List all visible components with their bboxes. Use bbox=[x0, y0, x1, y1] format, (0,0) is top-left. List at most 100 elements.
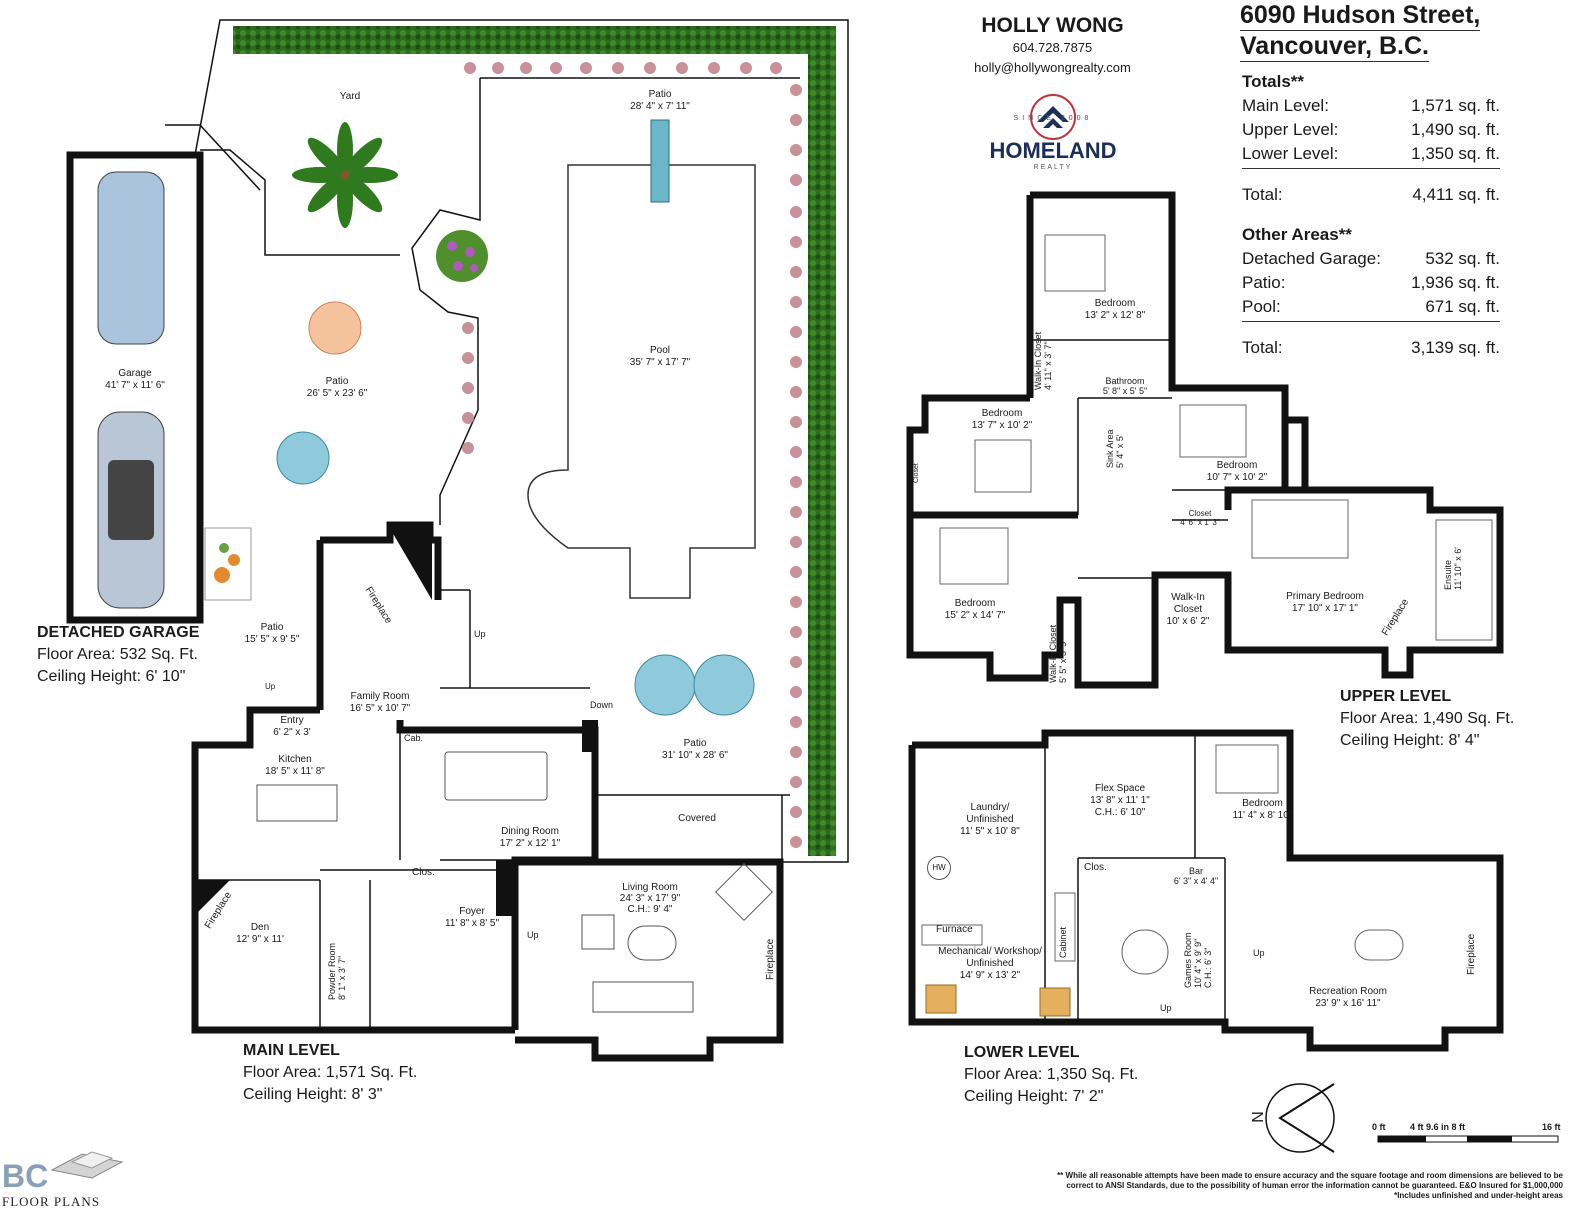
room-name: Mechanical/ Workshop/ Unfinished bbox=[938, 946, 1042, 969]
cab-label: Cab. bbox=[404, 733, 424, 743]
row-label: Lower Level: bbox=[1242, 144, 1339, 163]
stair-up-label: Up bbox=[265, 682, 276, 691]
lower-level-info: LOWER LEVEL Floor Area: 1,350 Sq. Ft. Ce… bbox=[964, 1042, 1138, 1108]
foyer-label: Foyer 11' 8" x 8' 5" bbox=[440, 906, 504, 930]
other-row: Pool:671 sq. ft. bbox=[1242, 297, 1500, 322]
stair-up-label: Up bbox=[527, 930, 539, 940]
room-name: Entry bbox=[280, 715, 304, 726]
pool-label: Pool 35' 7" x 17' 7" bbox=[600, 345, 720, 369]
flower-planter-icon bbox=[204, 527, 252, 601]
upper-level-info: UPPER LEVEL Floor Area: 1,490 Sq. Ft. Ce… bbox=[1340, 686, 1514, 752]
room-dim: 13' 8" x 11' 1" bbox=[1090, 795, 1150, 806]
den-label: Den 12' 9" x 11' bbox=[225, 922, 295, 946]
upper-closet-2-label: Closet bbox=[913, 463, 920, 483]
main-level-info: MAIN LEVEL Floor Area: 1,571 Sq. Ft. Cei… bbox=[243, 1040, 417, 1106]
main-level-walls bbox=[191, 521, 790, 1062]
totals-total-row: Total:4,411 sq. ft. bbox=[1242, 185, 1500, 209]
room-dim: 4' 11" x 3' 7" bbox=[1043, 341, 1053, 390]
lower-flex-space-label: Flex Space 13' 8" x 11' 1" C.H.: 6' 10" bbox=[1080, 783, 1160, 819]
room-name: Bedroom bbox=[981, 408, 1023, 419]
room-dim: 35' 7" x 17' 7" bbox=[629, 357, 691, 368]
totals-table: Totals** Main Level:1,571 sq. ft. Upper … bbox=[1242, 72, 1500, 362]
level-area: Floor Area: 532 Sq. Ft. bbox=[37, 646, 198, 663]
level-title: DETACHED GARAGE bbox=[37, 624, 200, 641]
room-dim: 10' 4" x 9' 9" bbox=[1193, 938, 1203, 988]
room-dim: 4' 6" x 1' 3" bbox=[1180, 518, 1220, 527]
umbrella-blue-2 bbox=[634, 654, 696, 716]
flower-bush-icon bbox=[436, 230, 488, 282]
address-line-2: Vancouver, B.C. bbox=[1240, 32, 1429, 62]
row-value: 532 sq. ft. bbox=[1425, 249, 1500, 268]
room-name: Bathroom bbox=[1105, 376, 1145, 386]
compass-icon bbox=[1265, 1083, 1335, 1153]
room-ceiling: C.H.: 6' 10" bbox=[1094, 807, 1146, 818]
agent-contact: HOLLY WONG 604.728.7875 holly@hollywongr… bbox=[950, 14, 1155, 75]
hedge-top bbox=[233, 26, 828, 54]
lower-level-walls bbox=[908, 729, 1504, 1052]
room-dim: 13' 7" x 10' 2" bbox=[971, 420, 1033, 431]
room-dim: 13' 2" x 12' 8" bbox=[1084, 310, 1146, 321]
agent-phone[interactable]: 604.728.7875 bbox=[1012, 40, 1093, 55]
main-closet-label: Clos. bbox=[412, 867, 435, 878]
diving-board bbox=[650, 119, 670, 203]
room-dim: 15' 5" x 9' 5" bbox=[244, 634, 300, 645]
scale-label-2: 16 ft bbox=[1542, 1122, 1561, 1132]
upper-bedroom-3-label: Bedroom 10' 7" x 10' 2" bbox=[1197, 460, 1277, 484]
upper-bedroom-2-label: Bedroom 13' 7" x 10' 2" bbox=[962, 408, 1042, 432]
powder-room-label: Powder Room 8' 1" x 3' 7" bbox=[327, 930, 347, 1000]
row-value: 1,490 sq. ft. bbox=[1411, 120, 1500, 139]
row-label: Pool: bbox=[1242, 297, 1281, 316]
level-title: UPPER LEVEL bbox=[1340, 688, 1452, 705]
room-dim: 41' 7" x 11' 6" bbox=[105, 380, 165, 391]
row-value: 1,350 sq. ft. bbox=[1411, 144, 1500, 163]
other-row: Detached Garage:532 sq. ft. bbox=[1242, 249, 1500, 273]
room-name: Pool bbox=[649, 345, 670, 356]
yard-outline bbox=[165, 19, 849, 863]
upper-sink-area-label: Sink Area 5' 4" x 5' bbox=[1105, 416, 1125, 468]
disclaimer-line-3: *Includes unfinished and under-height ar… bbox=[1394, 1191, 1563, 1200]
room-dim: 26' 5" x 23' 6" bbox=[306, 388, 368, 399]
room-dim: 5' 5" x 3' 5" bbox=[1058, 638, 1068, 683]
umbrella-blue-1 bbox=[276, 431, 330, 485]
upper-walkin-4-label: Walk-In Closet 5' 5" x 3' 5" bbox=[1048, 621, 1068, 683]
agent-email[interactable]: holly@hollywongrealty.com bbox=[974, 60, 1131, 75]
room-name: Walk-In Closet bbox=[1048, 624, 1058, 683]
living-fireplace-label: Fireplace bbox=[765, 938, 776, 980]
room-name: Bedroom bbox=[1094, 298, 1136, 309]
room-dim: 24' 3" x 17' 9" bbox=[619, 893, 681, 904]
room-name: Laundry/ Unfinished bbox=[966, 802, 1014, 825]
garage-label: Garage 41' 7" x 11' 6" bbox=[95, 368, 175, 392]
disclaimer: ** While all reasonable attempts have be… bbox=[1003, 1171, 1563, 1201]
room-name: Kitchen bbox=[278, 754, 312, 765]
scale-bar bbox=[1377, 1135, 1559, 1143]
upper-bedroom-1-label: Bedroom 13' 2" x 12' 8" bbox=[1075, 298, 1155, 322]
upper-walkin-1-label: Walk-In Closet 4' 11" x 3' 7" bbox=[1033, 330, 1053, 390]
room-name: Patio bbox=[648, 89, 672, 100]
address-line-1: 6090 Hudson Street, bbox=[1240, 1, 1481, 31]
yard-label: Yard bbox=[339, 91, 361, 102]
brokerage-since: SINCE 2008 bbox=[1013, 115, 1093, 122]
room-dim: 5' 8" x 5' 5" bbox=[1102, 386, 1148, 396]
row-label: Total: bbox=[1242, 338, 1283, 357]
row-value: 4,411 sq. ft. bbox=[1412, 185, 1500, 204]
room-ceiling: C.H.: 6' 3" bbox=[1203, 947, 1213, 988]
stair-up-label: Up bbox=[474, 629, 486, 639]
row-value: 1,571 sq. ft. bbox=[1411, 96, 1500, 115]
pool-shape bbox=[527, 164, 756, 599]
homeland-logo: SINCE 2008 HOMELAND REALTY bbox=[983, 92, 1123, 171]
house-3d-icon bbox=[50, 1151, 124, 1179]
lower-fireplace-label: Fireplace bbox=[1466, 933, 1477, 975]
room-dim: 31' 10" x 28' 6" bbox=[662, 750, 728, 761]
compass-north-label: N bbox=[1249, 1111, 1267, 1123]
level-area: Floor Area: 1,350 Sq. Ft. bbox=[964, 1066, 1139, 1083]
room-name: Bedroom bbox=[1216, 460, 1258, 471]
room-name: Sink Area bbox=[1105, 429, 1115, 468]
house-logo-icon bbox=[1030, 94, 1076, 140]
room-dim: 11' 8" x 8' 5" bbox=[444, 918, 500, 929]
upper-ensuite-label: Ensuite 11' 10" x 6' bbox=[1443, 530, 1463, 590]
room-name: Patio bbox=[325, 376, 349, 387]
room-name: Den bbox=[250, 922, 270, 933]
upper-bathroom-label: Bathroom 5' 8" x 5' 5" bbox=[1095, 376, 1155, 396]
room-name: Flex Space bbox=[1094, 783, 1146, 794]
room-name: Foyer bbox=[459, 906, 485, 917]
